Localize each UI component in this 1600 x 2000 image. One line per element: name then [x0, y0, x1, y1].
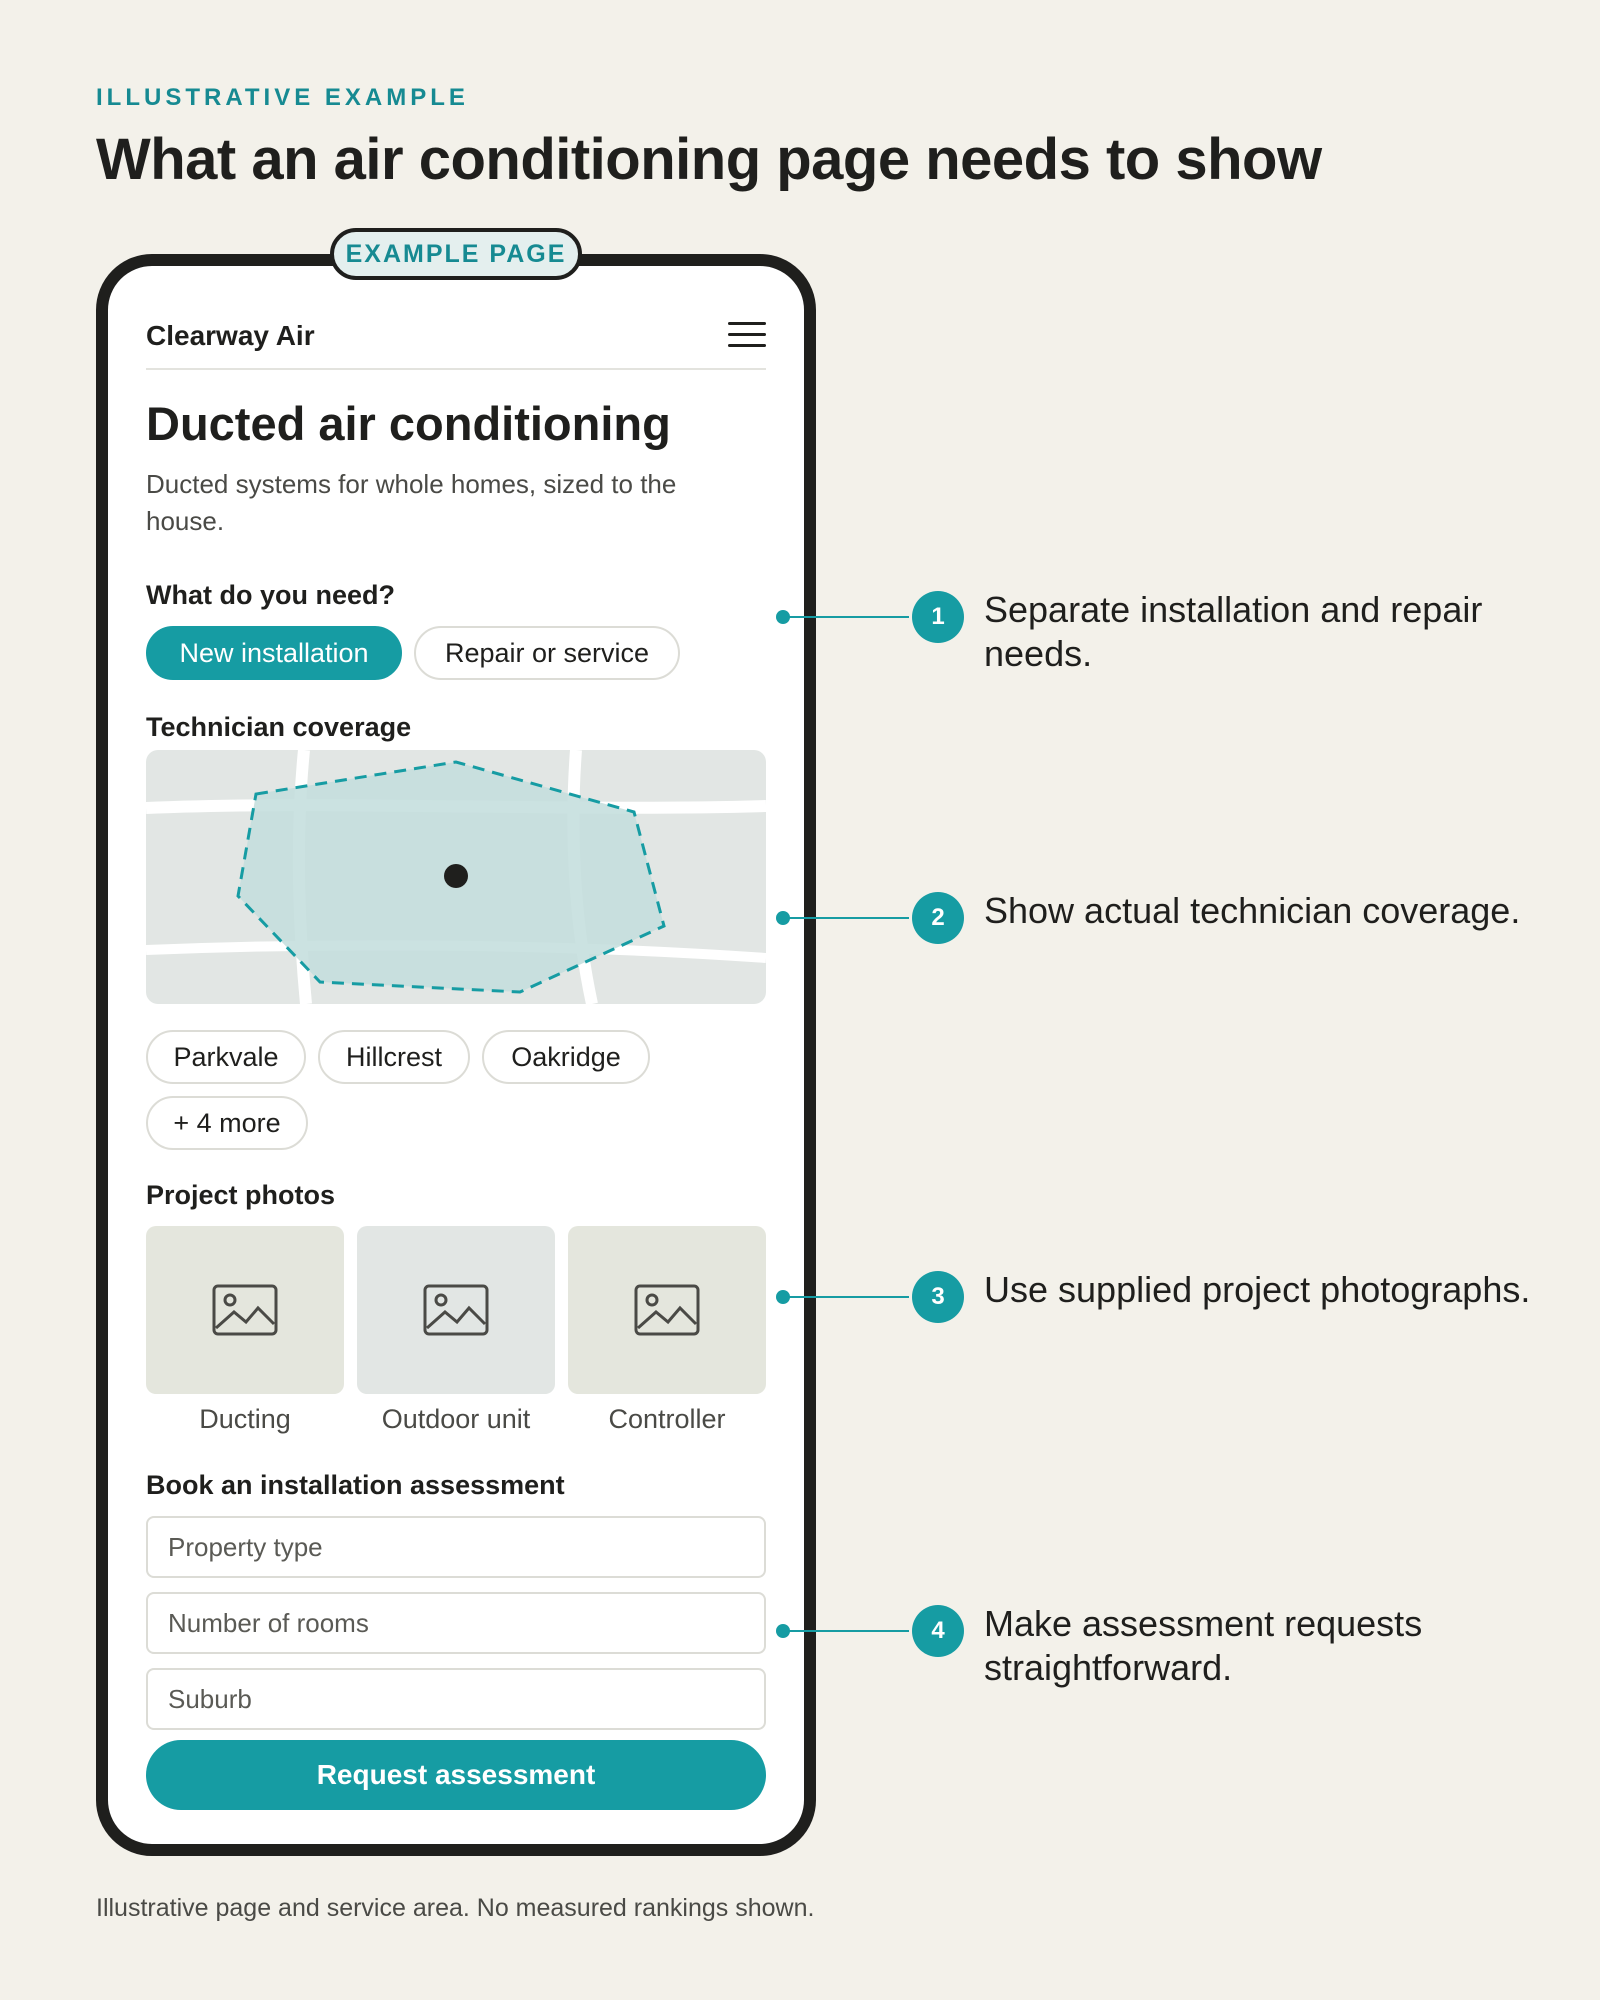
example-page-badge: EXAMPLE PAGE	[330, 228, 582, 280]
coverage-area-tag: Oakridge	[482, 1030, 650, 1084]
image-placeholder-icon	[423, 1284, 489, 1336]
photo-caption: Ducting	[199, 1404, 291, 1434]
service-heading: Ducted air conditioning	[146, 397, 671, 450]
repair-service-option[interactable]: Repair or service	[414, 626, 680, 680]
number-of-rooms-field[interactable]	[146, 1592, 766, 1654]
technician-base-marker	[444, 864, 468, 888]
callout-text: Separate installation and repair needs.	[984, 589, 1483, 674]
image-placeholder-icon	[634, 1284, 700, 1336]
callout-2: 2 Show actual technician coverage.	[776, 890, 1556, 1011]
eyebrow-label: ILLUSTRATIVE EXAMPLE	[96, 84, 469, 111]
callout-number-badge: 2	[912, 892, 964, 944]
callout-text: Make assessment requests straightforward…	[984, 1603, 1423, 1688]
request-assessment-button[interactable]: Request assessment	[146, 1740, 766, 1810]
brand-name: Clearway Air	[146, 320, 315, 351]
project-photo-ducting[interactable]	[146, 1226, 344, 1394]
coverage-section-label: Technician coverage	[146, 712, 412, 742]
booking-section-label: Book an installation assessment	[146, 1470, 565, 1500]
callout-1: 1 Separate installation and repair needs…	[776, 589, 1556, 710]
service-subheading: Ducted systems for whole homes, sized to…	[146, 469, 677, 536]
callout-connector	[783, 616, 909, 618]
hamburger-menu-icon[interactable]	[728, 322, 766, 348]
coverage-area-tag: Parkvale	[146, 1030, 306, 1084]
callout-connector	[783, 1296, 909, 1298]
coverage-map	[146, 750, 766, 1004]
project-photo-outdoor-unit[interactable]	[357, 1226, 555, 1394]
need-section-label: What do you need?	[146, 580, 395, 610]
callout-connector	[783, 917, 909, 919]
callout-connector	[783, 1630, 909, 1632]
callout-3: 3 Use supplied project photographs.	[776, 1269, 1556, 1390]
photos-section-label: Project photos	[146, 1180, 336, 1210]
coverage-map-graphic	[146, 750, 766, 1004]
image-placeholder-icon	[212, 1284, 278, 1336]
callout-number-badge: 3	[912, 1271, 964, 1323]
footnote: Illustrative page and service area. No m…	[96, 1894, 815, 1922]
project-photo-controller[interactable]	[568, 1226, 766, 1394]
photo-caption: Outdoor unit	[381, 1404, 531, 1434]
callout-number-badge: 4	[912, 1605, 964, 1657]
new-installation-option[interactable]: New installation	[146, 626, 402, 680]
app-header: Clearway Air	[146, 290, 766, 370]
callout-text: Use supplied project photographs.	[984, 1269, 1531, 1310]
phone-mockup: Clearway Air Ducted air conditioning Duc…	[96, 254, 816, 1856]
callout-4: 4 Make assessment requests straightforwa…	[776, 1603, 1556, 1724]
page-title: What an air conditioning page needs to s…	[96, 127, 1322, 192]
callout-text: Show actual technician coverage.	[984, 890, 1521, 931]
callout-number-badge: 1	[912, 591, 964, 643]
suburb-field[interactable]	[146, 1668, 766, 1730]
more-areas-button[interactable]: + 4 more	[146, 1096, 308, 1150]
photo-caption: Controller	[608, 1404, 726, 1434]
property-type-field[interactable]	[146, 1516, 766, 1578]
coverage-area-tag: Hillcrest	[318, 1030, 470, 1084]
